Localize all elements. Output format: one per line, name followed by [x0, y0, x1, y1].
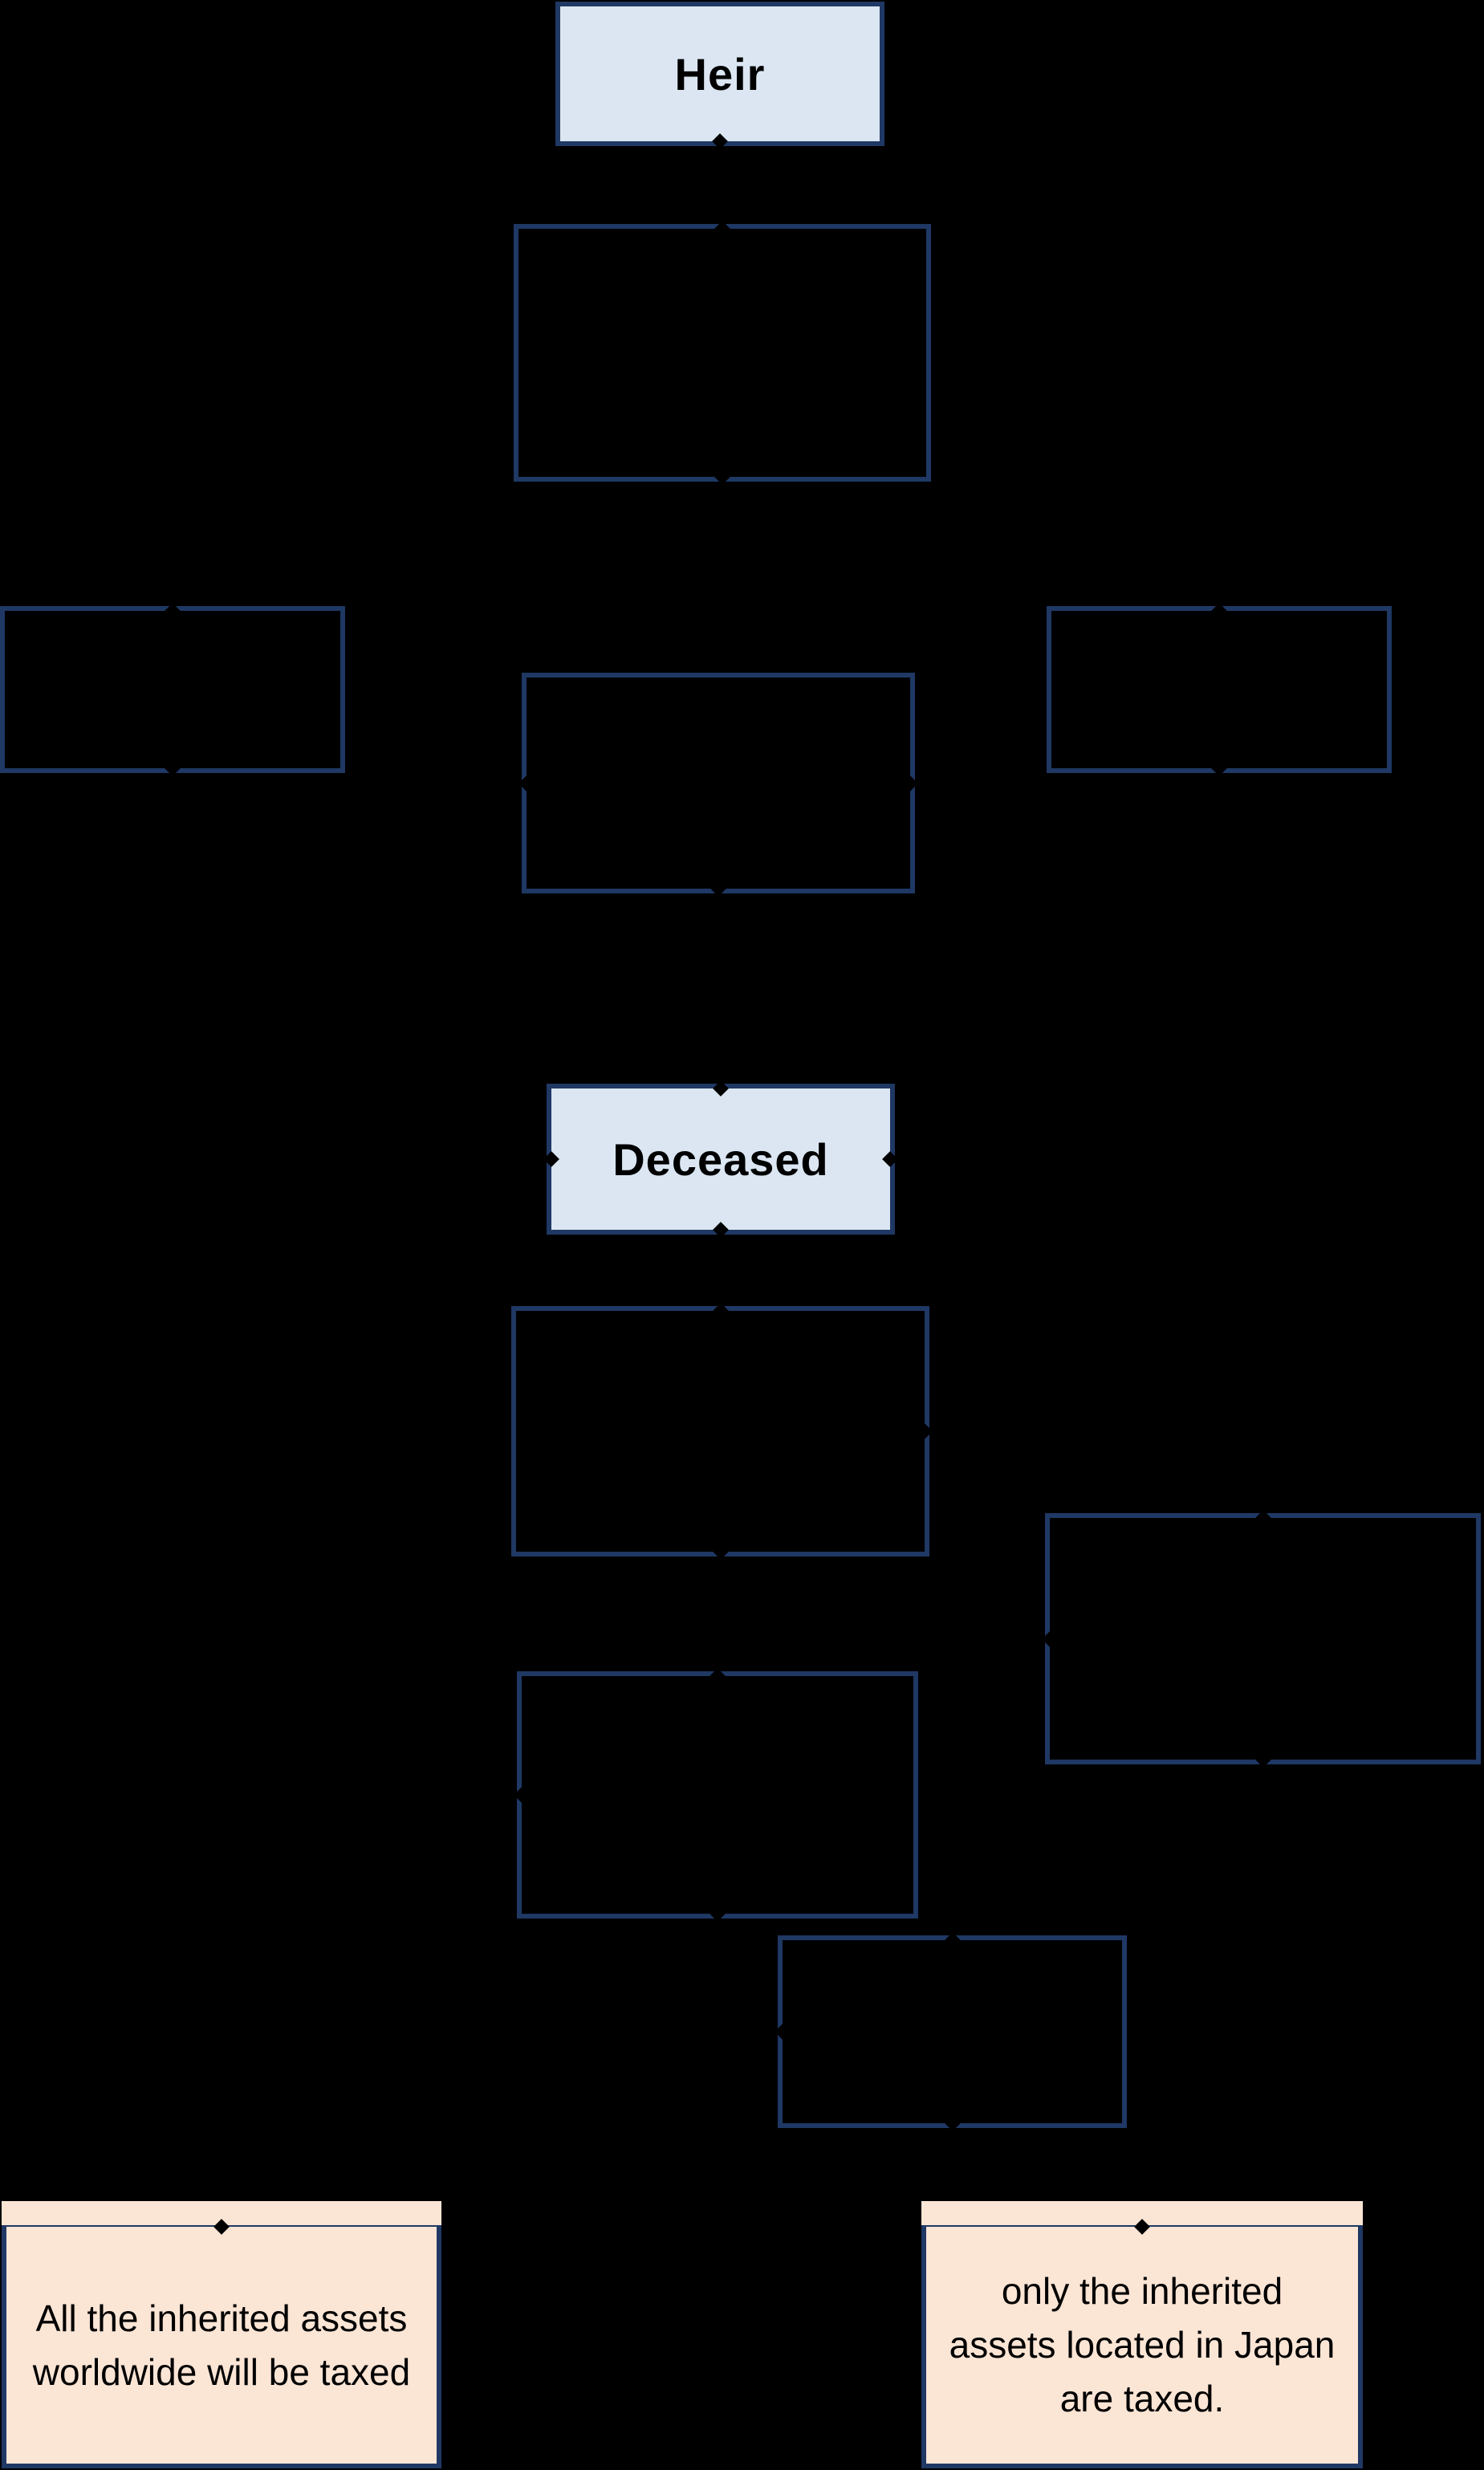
arrowhead-notch: [543, 1151, 559, 1167]
arrowhead-notch: [709, 1906, 726, 1922]
right-branch-box: [1047, 603, 1392, 776]
heir-box: Heir: [555, 2, 884, 149]
result-japan-label: only the inherited assets located in Jap…: [949, 2270, 1336, 2419]
arrowhead-notch: [165, 760, 181, 776]
arrowhead-notch: [882, 1151, 898, 1167]
bottom-center-box: [775, 1932, 1127, 2131]
result-worldwide-box: All the inherited assets worldwide will …: [2, 2201, 441, 2468]
arrowhead-notch: [1211, 760, 1227, 776]
arrowhead-notch: [944, 2115, 961, 2131]
center-lower-box: [514, 1668, 918, 1922]
arrowhead-notch: [710, 881, 726, 897]
right-wide-box: [1042, 1510, 1481, 1768]
deceased-box: Deceased: [543, 1080, 898, 1238]
arrowhead-notch: [514, 1787, 530, 1803]
arrowhead-notch: [1211, 603, 1227, 619]
left-branch-box: [0, 603, 345, 776]
deceased-box-label: Deceased: [612, 1133, 829, 1185]
arrowhead-notch: [712, 133, 728, 149]
arrowhead-notch: [714, 221, 730, 237]
arrowhead-notch: [518, 775, 535, 791]
center-branch-box: [518, 673, 918, 897]
arrowhead-notch: [714, 469, 730, 485]
arrowhead-notch: [1042, 1630, 1058, 1647]
deceased-child-box: [511, 1303, 933, 1560]
heir-box-label: Heir: [674, 48, 766, 100]
arrowhead-notch: [917, 1423, 933, 1439]
arrowhead-notch: [213, 2219, 230, 2235]
arrowhead-notch: [713, 1080, 729, 1097]
result-japan-box: only the inherited assets located in Jap…: [921, 2201, 1363, 2468]
arrowhead-notch: [944, 1932, 961, 1948]
heir-child-box: [514, 221, 931, 485]
arrowhead-notch: [1254, 1752, 1271, 1768]
arrowhead-notch: [709, 1668, 726, 1684]
arrowhead-notch: [712, 1303, 729, 1319]
arrowhead-notch: [902, 775, 918, 791]
arrowhead-notch: [1134, 2219, 1150, 2235]
arrowhead-notch: [712, 1544, 729, 1560]
arrowhead-notch: [1254, 1510, 1271, 1526]
arrowhead-notch: [165, 603, 181, 619]
result-worldwide-label: All the inherited assets worldwide will …: [32, 2297, 411, 2393]
arrowhead-notch: [775, 2024, 791, 2040]
arrowhead-notch: [713, 1222, 729, 1238]
